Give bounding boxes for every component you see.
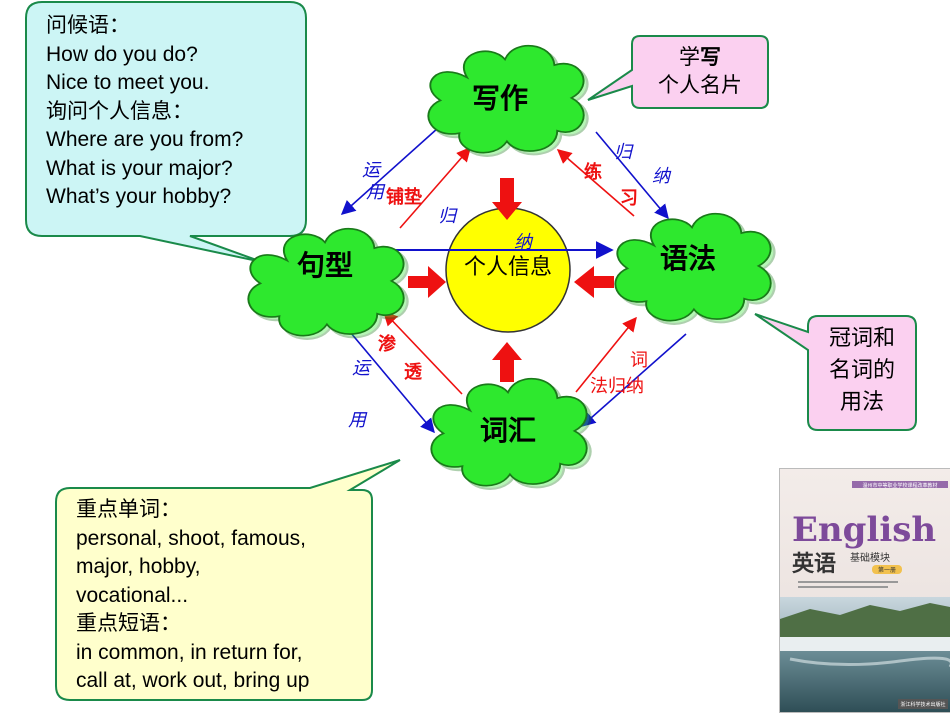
grammar-note-line: 名词的 <box>828 357 895 382</box>
book-title-en: English <box>792 510 936 550</box>
label-yun-bottom: 运 <box>352 358 372 379</box>
label-na-right: 纳 <box>652 166 672 187</box>
greetings-line: How do you do? <box>46 42 198 66</box>
write-card-callout-text: 学写 个人名片 <box>640 44 760 100</box>
textbook-cover-image: 温州市中等职业学校课程改革教材 English 英语 基础模块 第一册 浙江科学… <box>779 468 950 713</box>
label-shen: 渗 <box>378 333 397 355</box>
greetings-line: What’s your hobby? <box>46 185 232 208</box>
label-yong-top: 用 <box>366 182 386 203</box>
node-sentence-label: 句型 <box>297 249 353 282</box>
book-top-line: 温州市中等职业学校课程改革教材 <box>862 482 937 489</box>
vocab-line: personal, shoot, famous, <box>76 526 306 550</box>
greetings-line: Where are you from? <box>46 128 244 151</box>
label-gui-right: 归 <box>614 142 634 163</box>
vocab-line: 重点单词： <box>76 498 181 521</box>
label-lian: 练 <box>584 161 602 183</box>
textbook-cover-art: 温州市中等职业学校课程改革教材 English 英语 基础模块 第一册 浙江科学… <box>780 469 950 712</box>
block-arrow-top <box>492 178 522 220</box>
write-card-line2: 个人名片 <box>658 74 742 97</box>
node-grammar-label: 语法 <box>660 242 716 275</box>
block-arrow-left <box>408 266 446 298</box>
label-fa-gui-na: 法归纳 <box>590 376 644 397</box>
book-title-cn: 英语 <box>792 552 836 577</box>
grammar-note-line: 用法 <box>839 389 884 414</box>
greetings-line: Nice to meet you. <box>46 71 210 94</box>
book-volume: 第一册 <box>878 566 896 574</box>
arrow-vocab-to-sentence <box>383 310 463 395</box>
label-gui-center: 归 <box>438 206 458 227</box>
block-arrow-bottom <box>492 342 522 382</box>
label-yun-top: 运 <box>362 160 382 181</box>
vocab-callout-bubble <box>55 459 401 701</box>
label-tou: 透 <box>404 362 423 383</box>
arrow-vocab-to-grammar <box>575 316 637 393</box>
cloud-sentence <box>247 227 409 341</box>
vocab-line: vocational... <box>76 583 189 607</box>
label-yong-bottom: 用 <box>348 410 368 431</box>
node-writing-label: 写作 <box>472 82 528 115</box>
arrow-sentence-to-vocab <box>339 319 435 434</box>
write-card-callout-bubble <box>587 35 769 109</box>
grammar-callout-bubble <box>754 313 917 431</box>
label-na-center: 纳 <box>514 232 534 253</box>
greetings-callout-text: 问候语： How do you do? Nice to meet you. 询问… <box>46 12 243 212</box>
center-label: 个人信息 <box>464 255 552 280</box>
label-ci: 词 <box>630 350 648 371</box>
arrow-grammar-to-writing <box>556 149 635 217</box>
arrow-grammar-to-vocab <box>580 333 687 427</box>
vocab-line: call at, work out, bring up <box>76 669 310 692</box>
book-publisher: 浙江科学技术出版社 <box>900 701 945 708</box>
write-card-line1: 学写 <box>679 46 721 69</box>
arrow-writing-to-sentence <box>340 127 439 215</box>
vocab-callout-text: 重点单词： personal, shoot, famous, major, ho… <box>76 496 309 696</box>
greetings-line: 问候语： <box>46 14 130 37</box>
vocab-line: major, hobby, <box>76 555 201 578</box>
label-xi: 习 <box>620 188 638 209</box>
book-subtitle: 基础模块 <box>850 551 890 564</box>
arrow-writing-to-grammar <box>595 131 669 220</box>
label-pu-dian: 铺垫 <box>386 186 422 208</box>
greetings-line: 询问个人信息： <box>46 99 193 123</box>
grammar-callout-text: 冠词和 名词的 用法 <box>812 322 912 418</box>
block-arrow-right <box>574 266 614 298</box>
vocab-line: 重点短语： <box>76 612 181 635</box>
greetings-line: What is your major? <box>46 156 233 180</box>
node-vocabulary-label: 词汇 <box>480 414 536 447</box>
greetings-callout-bubble <box>25 1 307 263</box>
arrow-sentence-to-writing <box>399 146 471 229</box>
grammar-note-line: 冠词和 <box>828 325 895 350</box>
vocab-line: in common, in return for, <box>76 640 303 664</box>
